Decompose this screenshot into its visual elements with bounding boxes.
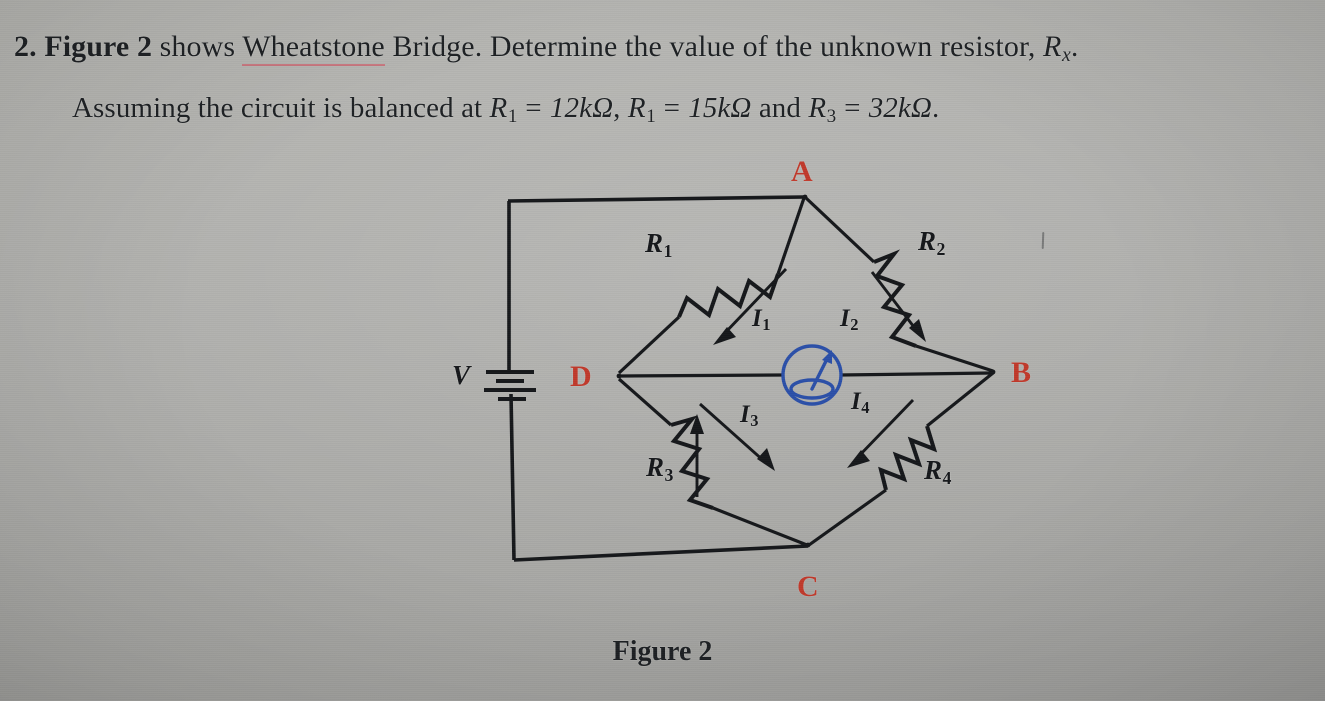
wire-d-to-galvanometer xyxy=(619,373,785,378)
node-dot-a xyxy=(802,194,808,200)
wire-battery-down-to-bottom-left xyxy=(509,393,516,561)
current-label-i2: I2 xyxy=(840,305,859,335)
source-label-v: V xyxy=(452,360,471,390)
current-label-i3: I3 xyxy=(740,401,759,431)
unknown-resistor-symbol: R xyxy=(1043,30,1062,63)
figure-caption: Figure 2 xyxy=(612,636,713,667)
current-arrow-i2 xyxy=(870,271,926,342)
question-number: 2. xyxy=(14,30,37,63)
current-arrow-i1 xyxy=(713,267,788,345)
line1-period: . xyxy=(1070,30,1079,63)
node-label-c: C xyxy=(797,570,819,603)
figure-reference: Figure 2 xyxy=(44,30,153,63)
wire-r2-to-b xyxy=(915,344,994,373)
resistor-label-r3: R3 xyxy=(646,452,674,485)
resistor-label-r1: R1 xyxy=(645,228,673,261)
dust-speck xyxy=(1041,231,1045,250)
r2-symbol: R xyxy=(627,92,646,124)
variable-resistor-arrow-r3 xyxy=(690,414,704,497)
r1-symbol: R xyxy=(489,92,508,124)
wire-bottom-left-to-c xyxy=(513,544,809,562)
current-label-i4: I4 xyxy=(851,388,870,418)
r2-equals: = xyxy=(655,92,689,124)
r1-value: 12kΩ xyxy=(549,92,614,124)
wire-r4-to-b xyxy=(925,371,995,428)
r1-equals: = xyxy=(517,92,550,124)
wire-a-to-top-left xyxy=(507,195,806,203)
underlined-wheatstone: Wheatstone xyxy=(242,30,385,66)
current-arrow-i3 xyxy=(699,402,775,471)
r3-equals: = xyxy=(836,92,869,124)
r2-value: 15kΩ xyxy=(688,92,752,124)
node-dot-d xyxy=(616,373,622,379)
resistor-label-r4: R4 xyxy=(924,455,952,488)
line1-shows: shows xyxy=(152,30,243,63)
wire-d-to-r3 xyxy=(617,377,673,427)
wire-galvanometer-to-b xyxy=(840,371,993,377)
r2-subscript: 1 xyxy=(646,105,656,127)
resistor-r3-zigzag xyxy=(670,415,714,510)
wire-a-to-r2 xyxy=(804,196,876,264)
line2-period: . xyxy=(931,92,940,124)
line2-lead: Assuming the circuit is balanced at xyxy=(72,92,490,124)
question-line-1: 2. Figure 2 shows Wheatstone Bridge. Det… xyxy=(14,30,1078,67)
node-label-a: A xyxy=(791,155,813,188)
wire-r1-to-a xyxy=(776,197,806,275)
galvanometer-icon xyxy=(781,344,843,406)
resistor-label-r2: R2 xyxy=(918,226,946,259)
line2-comma: , xyxy=(613,92,628,124)
unknown-resistor-subscript: x xyxy=(1061,44,1071,67)
node-label-d: D xyxy=(570,360,592,393)
line1-rest: Bridge. Determine the value of the unkno… xyxy=(384,30,1044,63)
node-label-b: B xyxy=(1011,356,1032,389)
current-label-i1: I1 xyxy=(752,305,771,335)
node-dot-b xyxy=(990,369,996,375)
r3-subscript: 3 xyxy=(826,105,837,127)
wire-c-to-r4 xyxy=(808,488,887,547)
question-line-2: Assuming the circuit is balanced at R1 =… xyxy=(72,92,939,128)
node-dot-c xyxy=(805,542,811,548)
resistor-r2-zigzag xyxy=(873,249,917,348)
wire-d-to-r1 xyxy=(617,315,681,375)
line2-and: and xyxy=(751,92,809,124)
r1-subscript: 1 xyxy=(507,105,518,127)
battery-symbol xyxy=(484,370,536,401)
r3-value: 32kΩ xyxy=(868,92,932,124)
wire-r3-to-c xyxy=(712,506,808,547)
r3-symbol: R xyxy=(808,92,827,124)
